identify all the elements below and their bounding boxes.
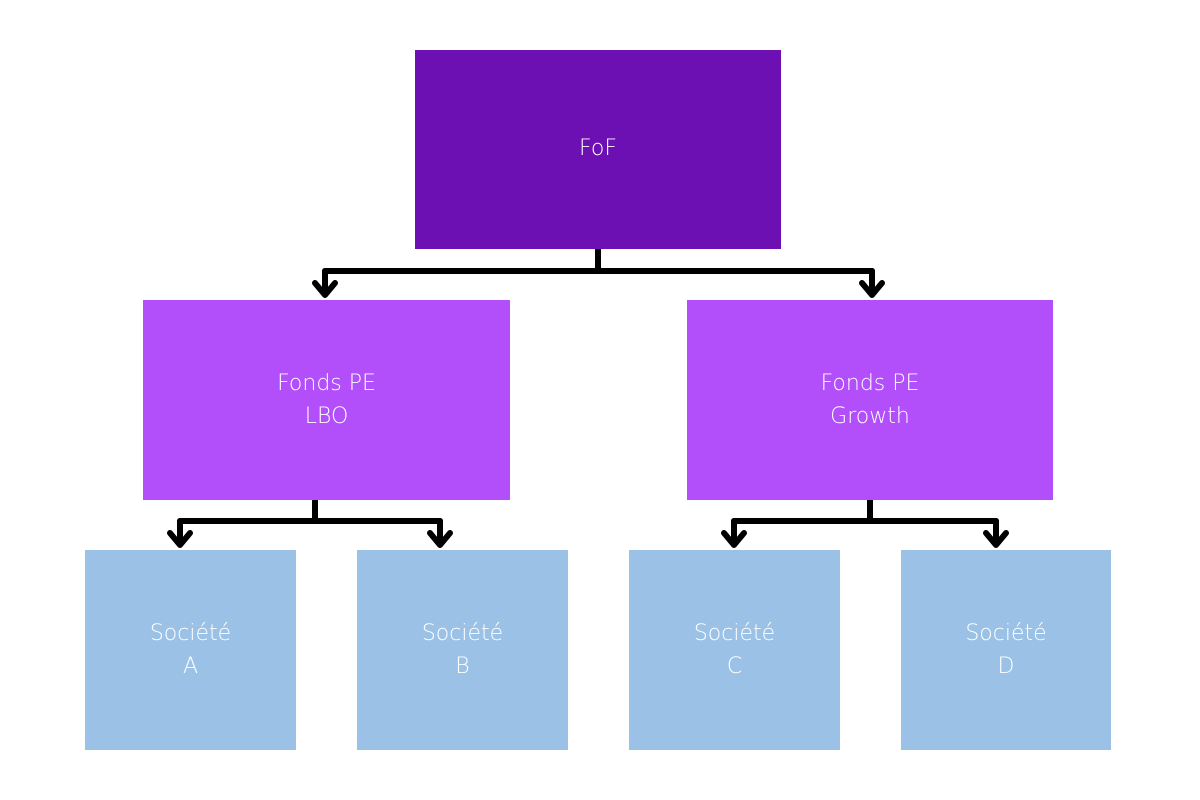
node-fonds-pe-growth: Fonds PE Growth [687,300,1053,500]
connector-trunk-growth [731,497,999,524]
node-label-line-1: Société [421,621,504,646]
connector-trunk-root [322,246,875,274]
arrowhead-icon [721,530,747,548]
connector-lbo-to-companies [167,497,453,548]
node-label-line-1: Société [965,621,1047,646]
node-fof: FoF [415,50,781,249]
connector-trunk-lbo [177,497,443,524]
arrowhead-icon [427,530,453,548]
node-label-line-1: Fonds PE [820,371,920,396]
node-label-line-2: LBO [304,404,349,429]
node-societe-b: Société B [357,550,568,750]
node-societe-c: Société C [629,550,840,750]
arrowhead-icon [167,530,193,548]
arrowhead-icon [859,280,885,298]
node-societe-d: Société D [901,550,1111,750]
node-label-line-2: C [726,654,743,679]
arrowhead-icon [312,280,338,298]
node-label-line-2: B [455,654,470,679]
node-label-line-1: Société [693,621,776,646]
node-fonds-pe-lbo: Fonds PE LBO [143,300,510,500]
connector-growth-to-companies [721,497,1009,548]
arrowhead-icon [983,530,1009,548]
node-label-line-1: Société [149,621,232,646]
node-label-line-2: A [182,654,199,679]
node-label-line-2: Growth [830,404,910,429]
node-societe-a: Société A [85,550,296,750]
node-label-line-1: Fonds PE [277,371,376,396]
node-label-line-2: D [997,654,1015,679]
connector-root-to-funds [312,246,885,298]
node-label: FoF [579,136,617,161]
